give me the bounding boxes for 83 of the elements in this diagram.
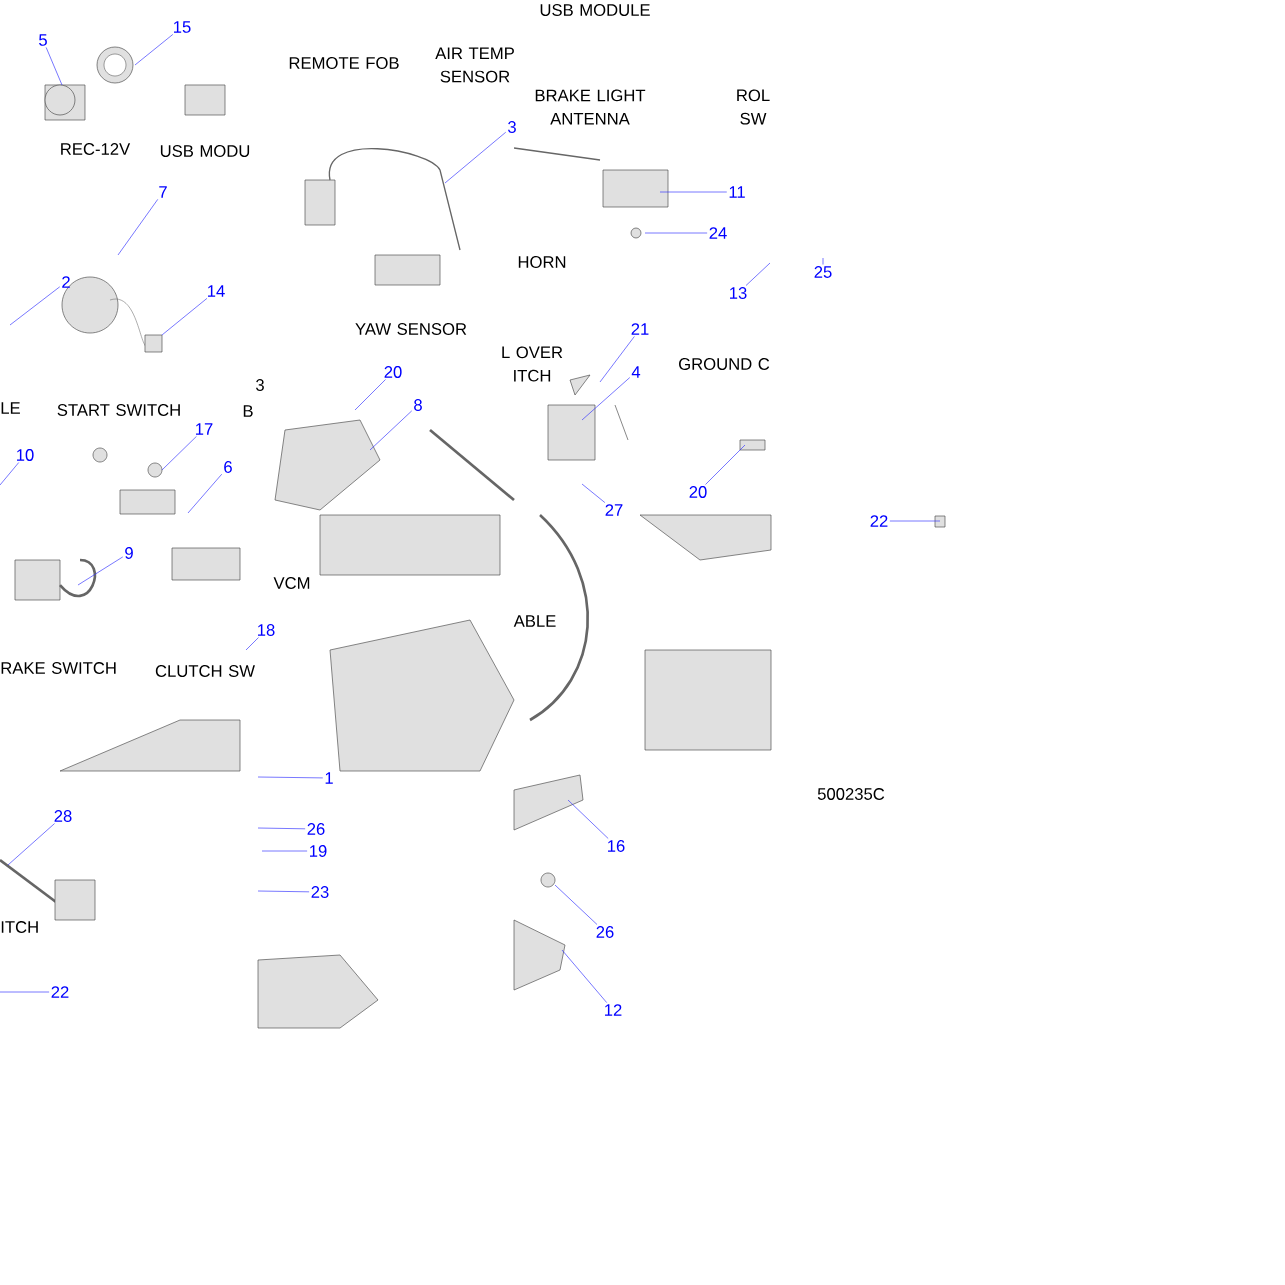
part-name: ABLE (513, 615, 556, 627)
callout-number: 22 (51, 986, 69, 998)
leader-line (0, 991, 50, 993)
part-name: USB MODULE (540, 4, 650, 16)
leader-line (567, 799, 609, 839)
callout-number: 5 (39, 34, 47, 46)
leader-line (117, 199, 159, 256)
callout-number: 7 (159, 186, 167, 198)
part-name: VCM (273, 577, 310, 589)
leader-line (45, 47, 63, 86)
leader-line (257, 827, 306, 830)
part-name: GROUND C (679, 358, 770, 370)
callout-number: 16 (608, 840, 625, 852)
callout-number: 1 (325, 772, 333, 784)
leader-line (134, 34, 174, 66)
leader-line (554, 884, 598, 925)
leader-line (745, 262, 771, 286)
leader-line (9, 286, 61, 326)
callout-number: 26 (596, 926, 614, 938)
part-name: B (243, 405, 253, 417)
leader-line (644, 232, 708, 234)
leader-line (245, 637, 259, 651)
leader-line (261, 850, 308, 852)
part-name: 500235C (817, 788, 885, 800)
callout-number: 2 (62, 276, 70, 288)
leader-line (161, 298, 208, 336)
callout-number: 18 (258, 624, 275, 636)
callout-number: 12 (605, 1004, 622, 1016)
part-name: CLUTCH SW (155, 665, 255, 677)
part-name: REC-12V (61, 143, 131, 155)
leader-line (581, 377, 631, 421)
leader-line (257, 776, 324, 779)
part-name: 3 (256, 379, 264, 391)
leader-line (705, 444, 746, 485)
leader-line (257, 890, 310, 893)
callout-number: 26 (307, 823, 325, 835)
part-name: LE (1, 402, 20, 414)
leader-line (0, 462, 20, 486)
callout-number: 4 (631, 366, 641, 378)
leader-line (822, 257, 824, 265)
leader-line (444, 131, 507, 184)
leader-line (599, 336, 635, 383)
part-name: START SWITCH (57, 404, 180, 416)
part-name: REMOTE FOB (289, 57, 399, 69)
callout-number: 22 (870, 515, 888, 527)
callout-number: 8 (414, 399, 422, 411)
callout-number: 20 (384, 366, 402, 378)
part-name: USB MODU (160, 145, 250, 157)
callout-number: 19 (310, 845, 327, 857)
leader-line (77, 556, 124, 586)
callout-number: 20 (689, 486, 707, 498)
callout-number: 25 (814, 266, 832, 278)
leader-line (369, 410, 413, 451)
part-name: L OVER ITCH (502, 346, 563, 382)
part-name: BRAKE LIGHT ANTENNA (535, 89, 646, 125)
leader-line (161, 436, 197, 471)
callout-number: 6 (224, 461, 232, 473)
part-name: AIR TEMP SENSOR (435, 47, 514, 83)
leader-line (659, 191, 728, 193)
callout-number: 9 (125, 547, 133, 559)
part-name: HORN (518, 256, 566, 268)
callout-number: 23 (311, 886, 329, 898)
part-name: YAW SENSOR (355, 323, 467, 335)
leader-line (354, 379, 386, 411)
callout-number: 14 (208, 285, 225, 297)
callout-number: 10 (17, 449, 34, 461)
leader-line (889, 520, 941, 522)
callout-number: 21 (631, 323, 649, 335)
leader-line (561, 949, 608, 1003)
leader-line (7, 823, 55, 866)
callout-number: 27 (605, 504, 623, 516)
callout-number: 24 (709, 227, 727, 239)
callout-number: 15 (174, 21, 191, 33)
part-name: RAKE SWITCH (1, 662, 116, 674)
callout-number: 11 (729, 186, 745, 198)
callout-number: 28 (54, 810, 72, 822)
leader-line (187, 473, 223, 514)
callout-number: 13 (730, 287, 747, 299)
leader-line (581, 483, 606, 503)
part-name: ITCH (1, 921, 38, 933)
callout-number: 3 (508, 121, 516, 133)
part-name: ROL SW (737, 89, 770, 125)
callout-number: 17 (196, 423, 213, 435)
